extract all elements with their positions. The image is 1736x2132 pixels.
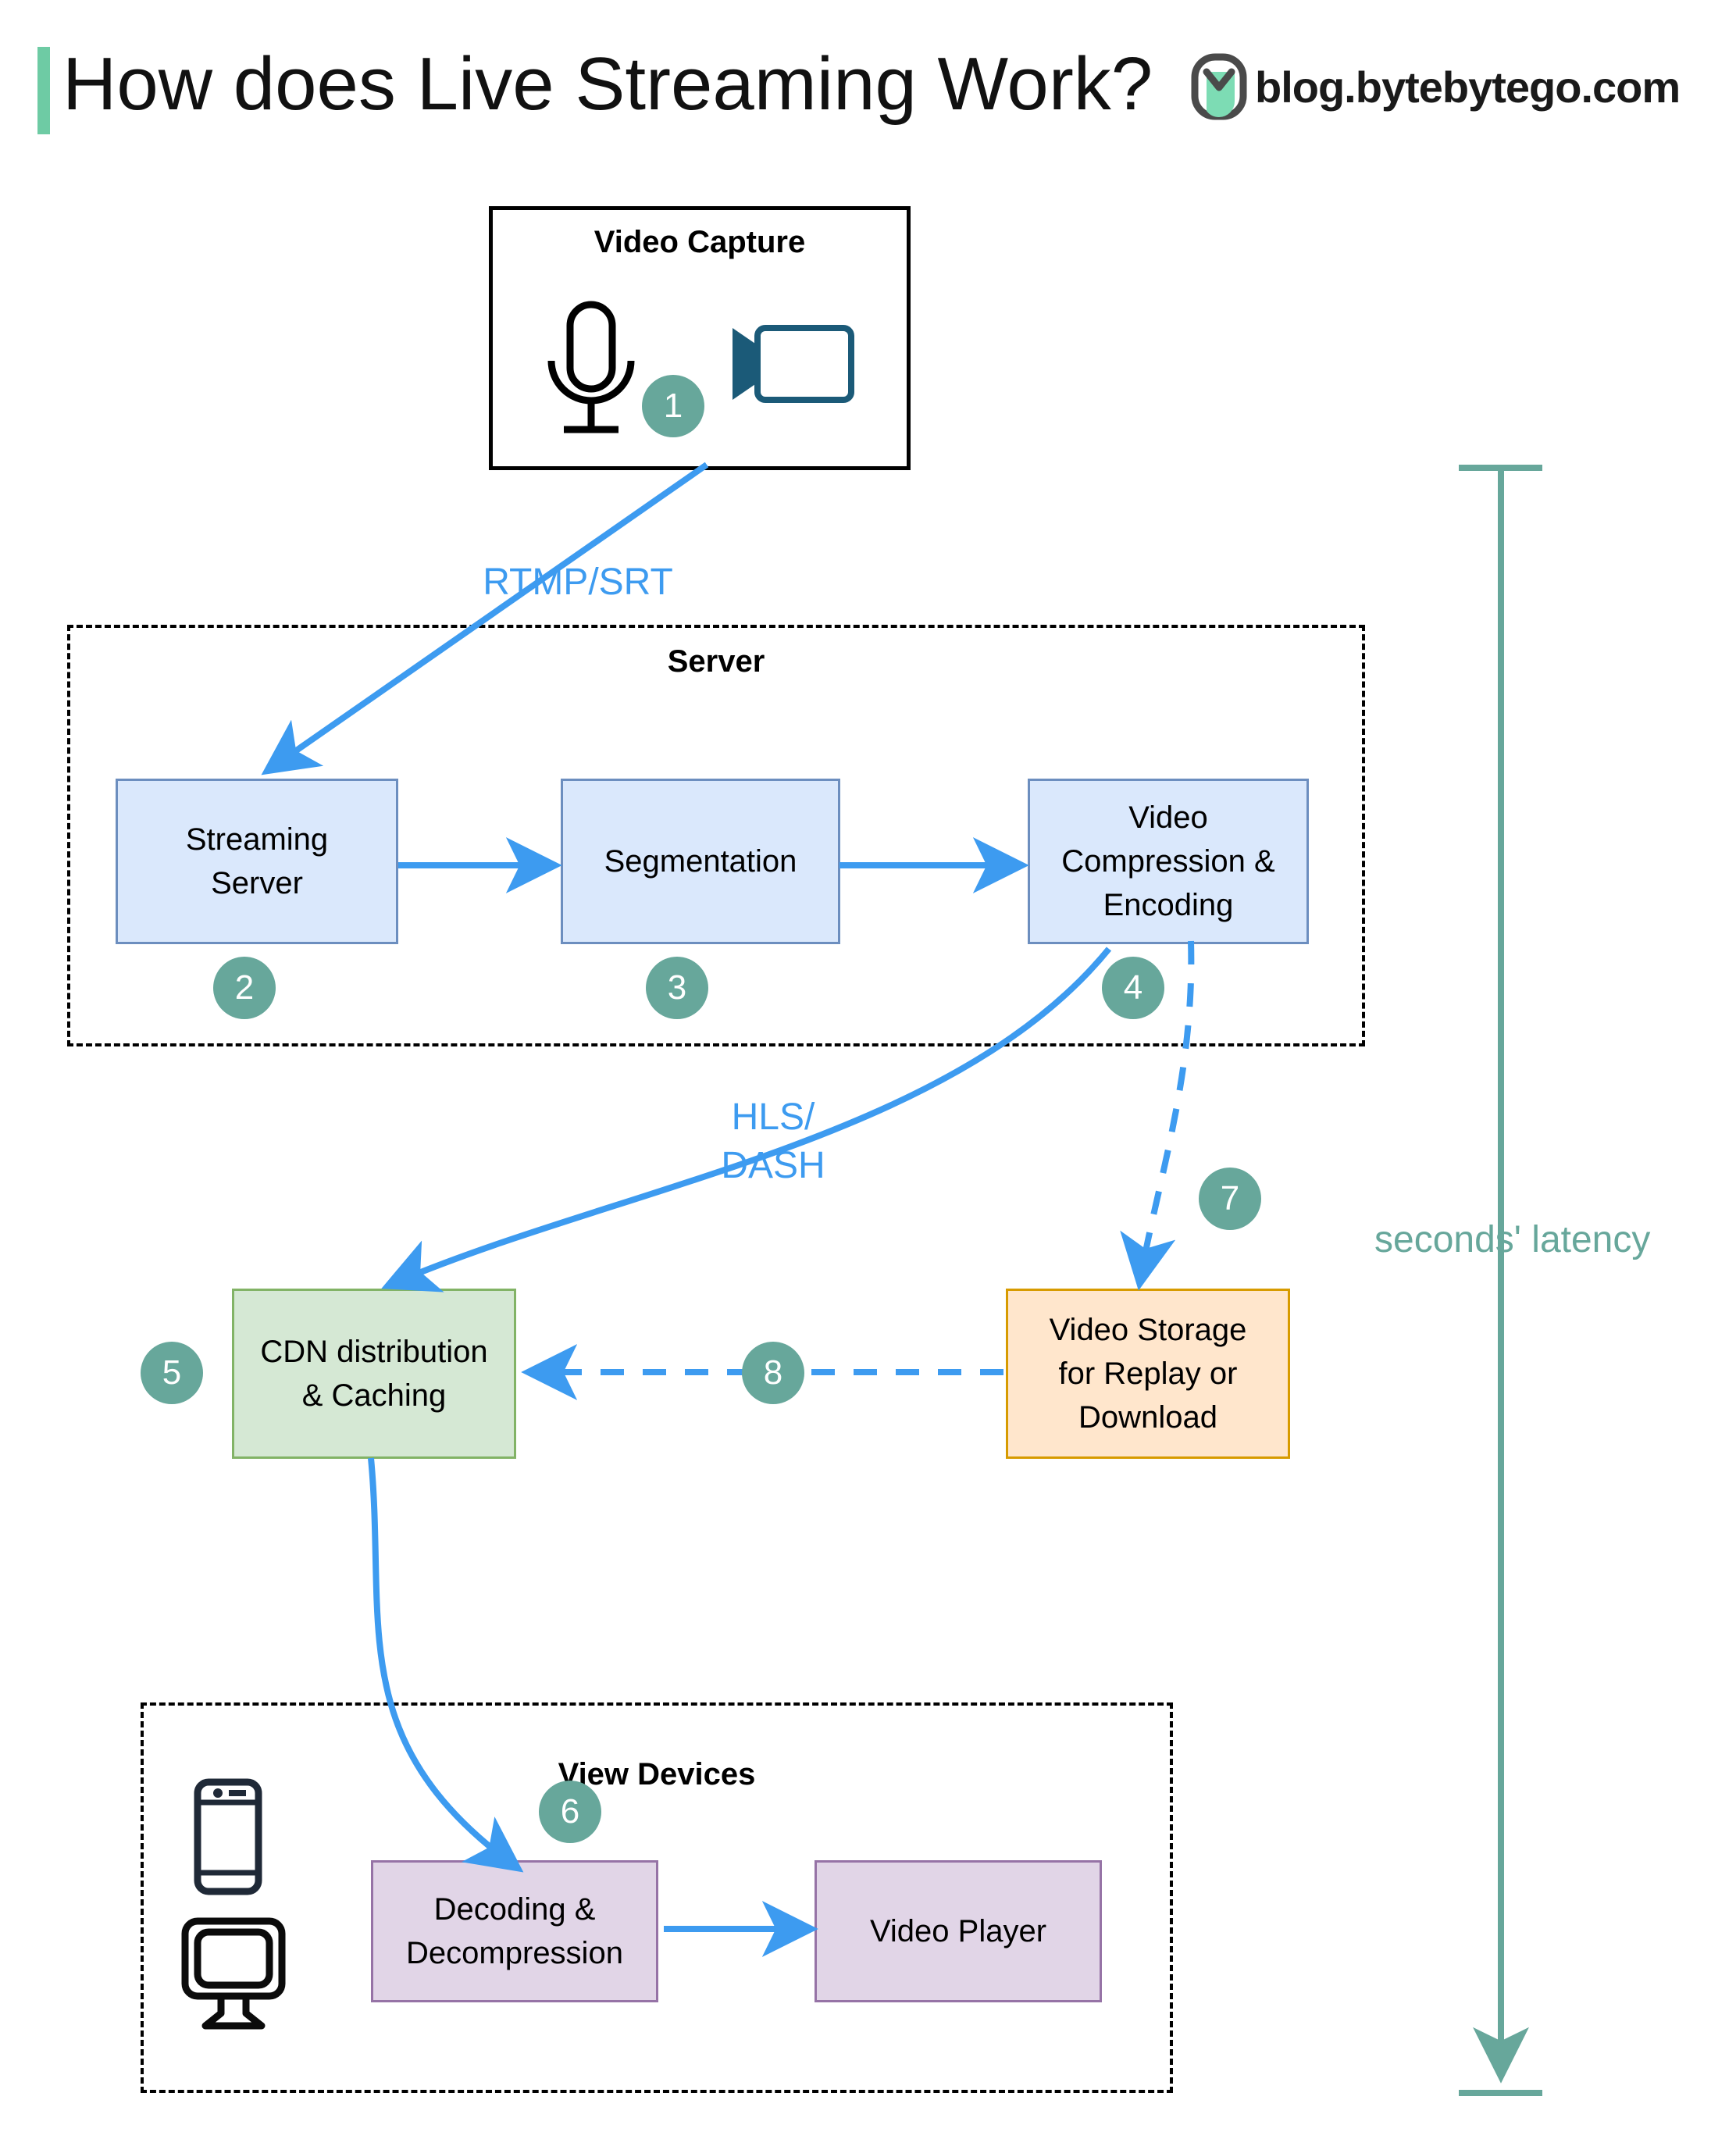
node-video-compression-label: Video Compression & Encoding (1061, 800, 1275, 922)
node-video-compression[interactable]: Video Compression & Encoding (1028, 779, 1309, 944)
step-badge-7: 7 (1199, 1168, 1261, 1230)
group-title-view-devices: View Devices (558, 1757, 756, 1792)
header: How does Live Streaming Work? blog.byteb… (0, 0, 1736, 156)
group-title-video-capture: Video Capture (594, 225, 806, 259)
node-video-player[interactable]: Video Player (815, 1860, 1102, 2002)
node-streaming-server-label: Streaming Server (185, 822, 329, 900)
brand-watermark: blog.bytebytego.com (1191, 53, 1681, 120)
bytebytego-logo-icon (1191, 53, 1247, 120)
node-decoding-decompression[interactable]: Decoding & Decompression (371, 1860, 658, 2002)
step-badge-1: 1 (642, 375, 704, 437)
node-decoding-decompression-label: Decoding & Decompression (406, 1892, 623, 1970)
group-title-server: Server (667, 644, 765, 679)
step-badge-2: 2 (213, 957, 276, 1019)
title-accent-bar (37, 47, 50, 134)
edge-label-rtmp-srt: RTMP/SRT (483, 562, 673, 603)
latency-label: seconds' latency (1374, 1219, 1651, 1260)
step-badge-8: 8 (742, 1342, 804, 1404)
group-view-devices (141, 1702, 1173, 2093)
node-segmentation-label: Segmentation (604, 844, 797, 879)
node-streaming-server[interactable]: Streaming Server (116, 779, 398, 944)
node-video-storage[interactable]: Video Storage for Replay or Download (1006, 1289, 1290, 1459)
brand-name: blog.bytebytego.com (1255, 62, 1681, 112)
node-video-player-label: Video Player (869, 1914, 1047, 1948)
node-cdn-distribution-label: CDN distribution & Caching (260, 1335, 488, 1413)
step-badge-4: 4 (1102, 957, 1164, 1019)
step-badge-5: 5 (141, 1342, 203, 1404)
step-badge-3: 3 (646, 957, 708, 1019)
page-title: How does Live Streaming Work? (62, 42, 1153, 126)
node-segmentation[interactable]: Segmentation (561, 779, 840, 944)
node-video-storage-label: Video Storage for Replay or Download (1049, 1313, 1247, 1435)
node-cdn-distribution[interactable]: CDN distribution & Caching (232, 1289, 516, 1459)
edge-label-hls-dash: HLS/ DASH (721, 1096, 825, 1186)
step-badge-6: 6 (539, 1781, 601, 1843)
